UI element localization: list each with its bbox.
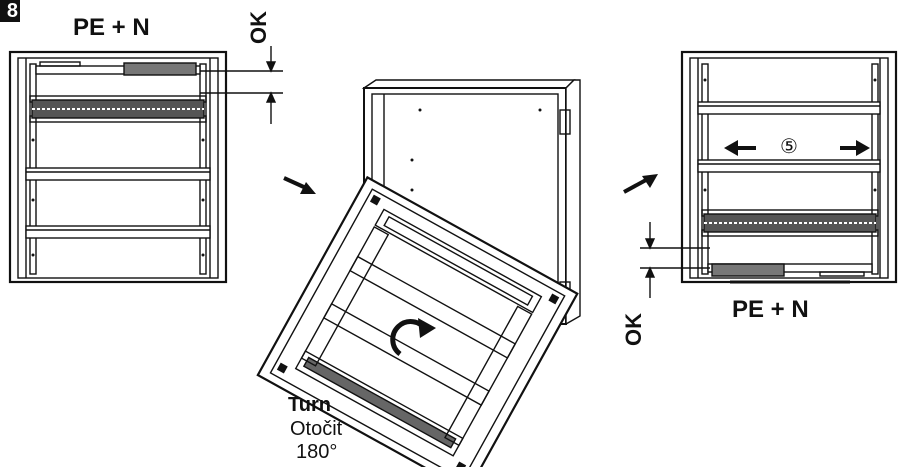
pe-n-label-bottom: PE + N <box>732 296 809 323</box>
ok-label-top: OK <box>246 11 271 44</box>
ok-label-bottom: OK <box>621 313 646 346</box>
arrow-to-right <box>623 174 658 194</box>
ok-dimension-bottom <box>640 222 710 298</box>
slide-arrows-icon <box>724 140 870 156</box>
pe-n-terminal-bar-bottom <box>707 263 873 284</box>
turn-label: Turn <box>288 394 331 416</box>
turn-label-czech: Otočit <box>290 418 343 440</box>
terminal-block-row-right <box>701 209 879 237</box>
left-cabinet <box>8 50 228 284</box>
arrow-to-middle <box>283 176 316 194</box>
turn-degrees-label: 180° <box>296 441 338 463</box>
din-rail-right-2 <box>697 159 881 173</box>
step-marker-icon: ⑤ <box>780 136 798 158</box>
pe-n-label-top: PE + N <box>73 14 150 41</box>
pe-n-terminal-bar-top <box>35 61 201 76</box>
ok-dimension-top <box>200 46 283 124</box>
din-rail-2 <box>25 225 211 239</box>
terminal-block-row-left <box>29 95 207 123</box>
din-rail-1 <box>25 167 211 181</box>
din-rail-right-1 <box>697 101 881 115</box>
rotation-arrow-icon <box>390 318 436 357</box>
step-number-badge: 8 <box>0 0 20 22</box>
right-cabinet <box>680 50 898 284</box>
rotated-chassis <box>256 175 579 472</box>
